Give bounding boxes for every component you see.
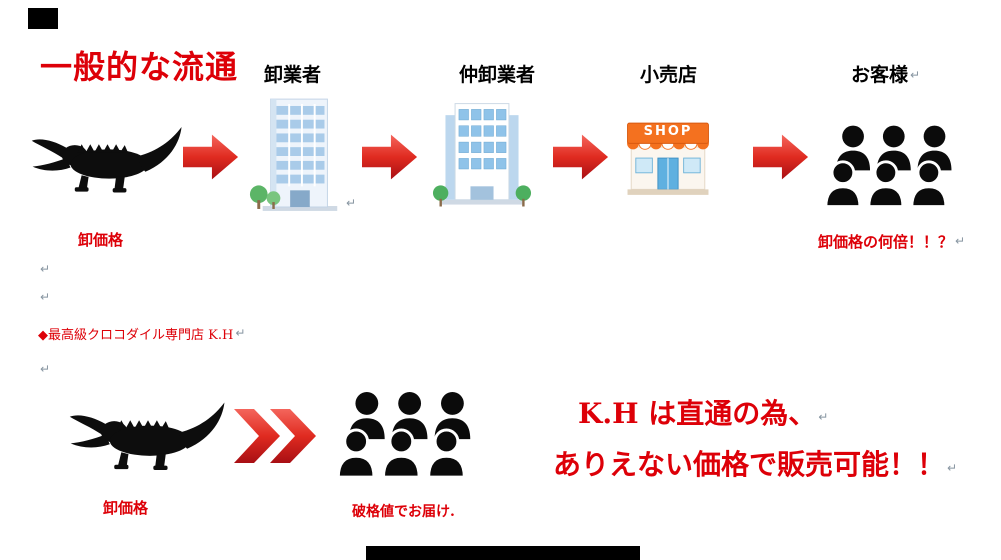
bargain-delivery-caption: 破格値でお届け. xyxy=(352,504,455,520)
customers-illustration xyxy=(818,117,956,217)
middle-wholesaler-building-illustration xyxy=(432,99,532,214)
crocodile-illustration xyxy=(68,383,228,486)
customers-illustration xyxy=(330,383,475,488)
arrow-right-icon xyxy=(753,132,809,182)
double-chevron-arrow-icon xyxy=(232,407,320,465)
markup-question-wrap: 卸価格の何倍！！？↵ xyxy=(818,231,965,252)
paragraph-mark: ↵ xyxy=(947,461,958,475)
wholesale-price-caption: 卸価格 xyxy=(78,231,124,249)
paragraph-mark: ↵ xyxy=(40,290,51,304)
kh-store-heading: ◆最高級クロコダイル専門店 K.H xyxy=(38,328,234,343)
paragraph-mark: ↵ xyxy=(910,68,921,82)
arrow-right-icon xyxy=(553,132,609,182)
arrow-right-icon xyxy=(362,132,418,182)
stage-label-wholesaler: 卸業者 xyxy=(264,64,322,86)
page-title: 一般的な流通 xyxy=(40,48,239,86)
retail-shop-illustration: SHOP xyxy=(622,121,714,197)
paragraph-mark: ↵ xyxy=(818,410,829,424)
kh-claim-line1: K.H は直通の為、 xyxy=(578,397,817,430)
kh-claim-line2-wrap: ありえない価格で販売可能！！↵ xyxy=(553,443,957,483)
kh-claim-line1-wrap: K.H は直通の為、↵ xyxy=(578,392,828,432)
markup-question-caption: 卸価格の何倍！！？ xyxy=(818,233,954,251)
stage-label-retailer: 小売店 xyxy=(640,64,698,86)
shop-sign-text: SHOP xyxy=(643,124,693,139)
arrow-right-icon xyxy=(183,132,239,182)
wholesale-price-caption: 卸価格 xyxy=(103,499,149,517)
paragraph-mark: ↵ xyxy=(955,234,966,248)
crocodile-illustration xyxy=(30,108,185,208)
paragraph-mark: ↵ xyxy=(40,362,51,376)
paragraph-mark: ↵ xyxy=(346,196,357,210)
stage-label-middle-wholesaler: 仲卸業者 xyxy=(459,64,536,86)
stage-label-customer: お客様 xyxy=(851,64,909,86)
wholesaler-building-illustration xyxy=(247,96,349,216)
kh-store-heading-wrap: ◆最高級クロコダイル専門店 K.H↵ xyxy=(38,324,245,343)
black-marker-top xyxy=(28,8,58,29)
stage-label-customer-wrap: お客様↵ xyxy=(851,60,920,87)
paragraph-mark: ↵ xyxy=(235,326,246,340)
paragraph-mark: ↵ xyxy=(40,262,51,276)
black-bar-bottom xyxy=(366,546,640,560)
kh-claim-line2: ありえない価格で販売可能！！ xyxy=(553,448,946,481)
